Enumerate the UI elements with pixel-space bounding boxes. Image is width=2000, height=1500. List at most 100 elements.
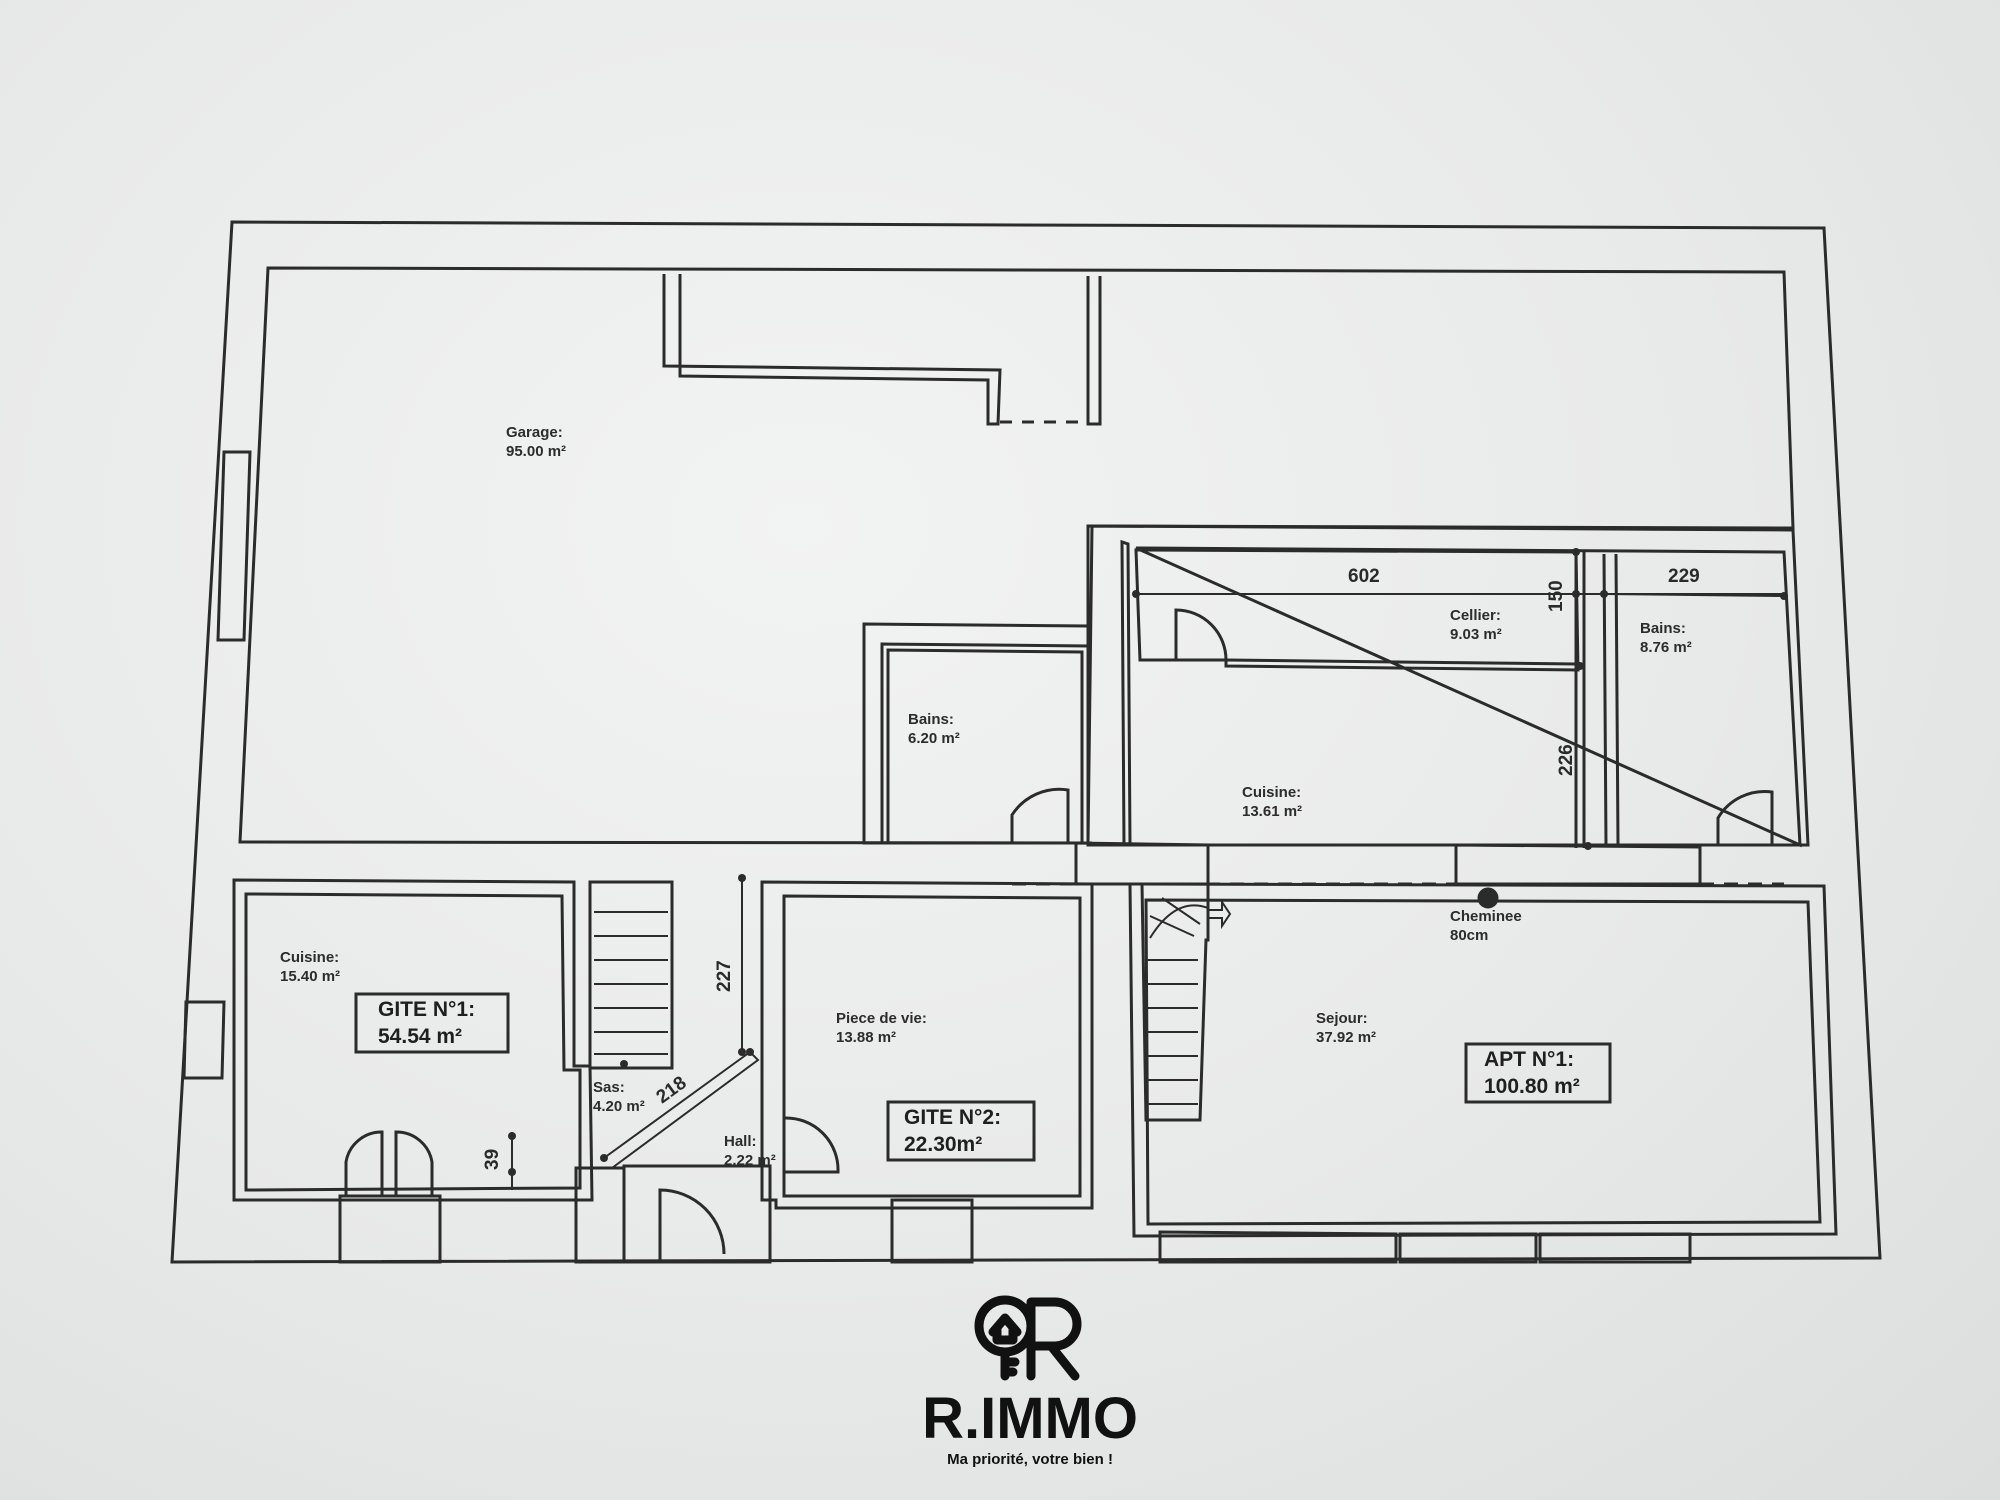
bains-a-name: Bains: (908, 711, 954, 728)
unit-label-gite1: GITE N°1: 54.54 m² (378, 998, 475, 1048)
piece-de-vie-name: Piece de vie: (836, 1010, 927, 1027)
bains-b-wall (1602, 553, 1608, 846)
cuisine-gite1-area: 15.40 m² (280, 968, 340, 985)
bains-b-wall-inner (1614, 553, 1620, 846)
brand-tagline: Ma priorité, votre bien ! (947, 1451, 1113, 1468)
room-label-sas: Sas: 4.20 m² (593, 1079, 645, 1115)
gite2-wall (760, 880, 1094, 1210)
cellier-door (1174, 608, 1228, 661)
gite1-inner (244, 892, 582, 1192)
apt1-inner (1144, 898, 1822, 1226)
entrance-block (622, 1164, 772, 1264)
gite1-door-right (394, 1130, 434, 1196)
room-label-bains-b: Bains: 8.76 m² (1640, 620, 1692, 656)
bains-a-door (1010, 787, 1070, 843)
room-label-cheminee: Cheminee 80cm (1450, 908, 1522, 944)
garage-area: 95.00 m² (506, 443, 566, 460)
apt1-label-box (1464, 1042, 1612, 1104)
gite1-label-box (354, 992, 510, 1054)
apt-wall-inner (1120, 539, 1132, 847)
brand-name: R.IMMO (922, 1386, 1138, 1451)
gite1-threshold (338, 1194, 442, 1264)
unit-label-apt1: APT N°1: 100.80 m² (1484, 1048, 1580, 1098)
dim-label-bains-width: 229 (1668, 566, 1700, 587)
sejour-name: Sejour: (1316, 1010, 1368, 1027)
key-house-r-icon (974, 1295, 1082, 1381)
apt1-area: 100.80 m² (1484, 1075, 1580, 1098)
hall-name: Hall: (724, 1133, 757, 1150)
bains-a-area: 6.20 m² (908, 730, 960, 747)
garage-partition-right (1086, 276, 1102, 426)
apt-inner-frame (1135, 546, 1802, 848)
room-label-cellier: Cellier: 9.03 m² (1450, 607, 1502, 643)
outer-wall-outline (170, 220, 1882, 1264)
room-label-garage: Garage: 95.00 m² (506, 424, 566, 460)
cellier-bottom-wall (1225, 658, 1577, 666)
hall-door (783, 1116, 840, 1174)
room-label-cuisine-gite1: Cuisine: 15.40 m² (280, 949, 340, 985)
unit-label-gite2: GITE N°2: 22.30m² (904, 1106, 1001, 1156)
cuisine-apt-name: Cuisine: (1242, 784, 1301, 801)
cellier-area: 9.03 m² (1450, 626, 1502, 643)
room-label-bains-a: Bains: 6.20 m² (908, 711, 960, 747)
apt1-window-3 (1538, 1232, 1692, 1264)
cuisine-gite1-name: Cuisine: (280, 949, 339, 966)
cuisine-apt-area: 13.61 m² (1242, 803, 1302, 820)
sejour-area: 37.92 m² (1316, 1029, 1376, 1046)
bains-b-door (1716, 790, 1774, 845)
gite2-area: 22.30m² (904, 1133, 982, 1156)
hall-area: 2.22 m² (724, 1152, 776, 1169)
middle-wall-band (1074, 841, 1210, 886)
cellier-name: Cellier: (1450, 607, 1501, 624)
apt1-window-1 (1158, 1230, 1398, 1264)
gite1-area: 54.54 m² (378, 1025, 462, 1048)
garage-name: Garage: (506, 424, 563, 441)
gite1-title: GITE N°1: (378, 998, 475, 1021)
dim-label-stair-length: 218 (653, 1072, 691, 1108)
gite2-title: GITE N°2: (904, 1106, 1001, 1129)
gite2-window (890, 1198, 974, 1264)
fireplace-icon (1477, 887, 1499, 909)
gite2-inner (782, 894, 1082, 1198)
garage-partition (662, 274, 1002, 426)
sas-name: Sas: (593, 1079, 625, 1096)
dim-label-cellier-width: 602 (1348, 566, 1380, 587)
dim-label-sas-height: 227 (714, 960, 735, 992)
sas-area: 4.20 m² (593, 1098, 645, 1115)
gite1-window (182, 1000, 226, 1080)
cheminee-area: 80cm (1450, 927, 1488, 944)
cheminee-name: Cheminee (1450, 908, 1522, 925)
bains-b-area: 8.76 m² (1640, 639, 1692, 656)
dimension-ticks (508, 548, 1788, 1176)
room-label-sejour: Sejour: 37.92 m² (1316, 1010, 1376, 1046)
room-label-hall: Hall: 2.22 m² (724, 1133, 776, 1169)
stair-arrow-icon (1208, 898, 1232, 930)
garage-window (216, 450, 252, 642)
apt1-stair-treads (1146, 897, 1209, 1105)
dim-label-window-offset: 39 (482, 1149, 503, 1170)
brand-logo: R.IMMO Ma priorité, votre bien ! (922, 1295, 1138, 1468)
dim-line-218 (603, 1050, 760, 1169)
sas-stair-treads (594, 911, 668, 1055)
piece-de-vie-area: 13.88 m² (836, 1029, 896, 1046)
gite1-door-left (344, 1130, 384, 1196)
room-label-piece-de-vie: Piece de vie: 13.88 m² (836, 1010, 927, 1046)
middle-wall-band-right (1454, 843, 1702, 886)
hall-wall (574, 1166, 626, 1264)
room-label-cuisine-apt: Cuisine: 13.61 m² (1242, 784, 1302, 820)
sas-stair (588, 880, 674, 1070)
apt1-spiral-stair (1140, 882, 1210, 1122)
dim-label-kitchen-depth: 226 (1556, 744, 1577, 776)
bains-b-name: Bains: (1640, 620, 1686, 637)
apt1-title: APT N°1: (1484, 1048, 1574, 1071)
dim-label-cellier-depth: 150 (1546, 580, 1567, 612)
gite2-label-box (886, 1100, 1036, 1162)
bains-a-wall (862, 622, 1090, 845)
apt1-wall (1128, 882, 1838, 1238)
apt1-window-2 (1398, 1232, 1538, 1264)
dim-line-229 (1603, 593, 1785, 597)
entrance-door (658, 1188, 726, 1262)
